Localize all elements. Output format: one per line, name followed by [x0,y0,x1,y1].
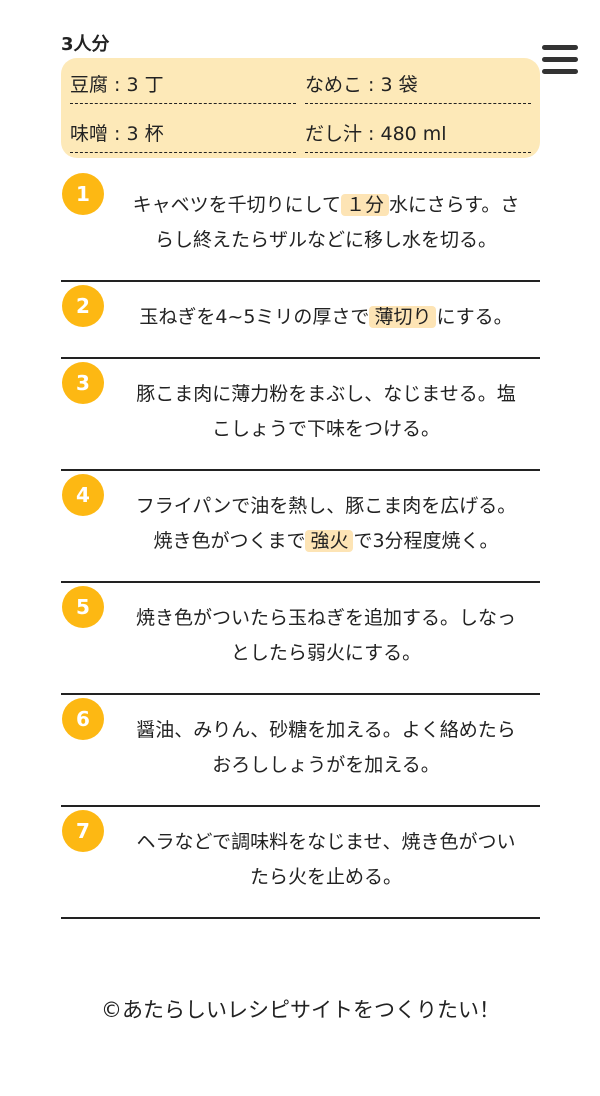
step-item: 3 豚こま肉に薄力粉をまぶし、なじませる。塩こしょうで下味をつける。 [61,359,540,471]
step-number-badge: 1 [62,173,104,215]
step-item: 5 焼き色がついたら玉ねぎを追加する。しなっとしたら弱火にする。 [61,583,540,695]
menu-bar-icon [542,57,578,62]
step-text-segment: フライパンで油を熱し、豚こま肉を広げる。焼き色がつくまで [135,495,517,552]
step-number-badge: 6 [62,698,104,740]
step-number-badge: 3 [62,362,104,404]
step-text: 玉ねぎを4~5ミリの厚さで薄切りにする。 [131,300,521,335]
step-item: 4 フライパンで油を熱し、豚こま肉を広げる。焼き色がつくまで強火で3分程度焼く。 [61,471,540,583]
step-item: 7 ヘラなどで調味料をなじませ、焼き色がついたら火を止める。 [61,807,540,919]
highlighted-text: 強火 [305,530,354,552]
step-text-segment: 豚こま肉に薄力粉をまぶし、なじませる。塩こしょうで下味をつける。 [136,383,516,440]
step-text-segment: 玉ねぎを4~5ミリの厚さで [139,306,370,328]
footer-copyright: ©あたらしいレシピサイトをつくりたい！ [101,998,500,1022]
step-text-segment: 醤油、みりん、砂糖を加える。よく絡めたらおろししょうがを加える。 [136,719,516,776]
ingredient-item: だし汁 : 480 ml [305,116,531,153]
step-number-badge: 7 [62,810,104,852]
step-text-segment: キャベツを千切りにして [132,194,342,216]
step-text-segment: で3分程度焼く。 [353,530,499,552]
ingredient-item: 味噌 : 3 杯 [70,116,296,153]
step-text: 豚こま肉に薄力粉をまぶし、なじませる。塩こしょうで下味をつける。 [131,377,521,447]
hamburger-menu-button[interactable] [542,45,578,75]
step-item: 2 玉ねぎを4~5ミリの厚さで薄切りにする。 [61,282,540,359]
serving-count: 3人分 [61,34,110,55]
highlighted-text: １分 [341,194,390,216]
step-text: ヘラなどで調味料をなじませ、焼き色がついたら火を止める。 [131,825,521,895]
step-number-badge: 2 [62,285,104,327]
step-text-segment: ヘラなどで調味料をなじませ、焼き色がついたら火を止める。 [136,831,516,888]
step-text: 焼き色がついたら玉ねぎを追加する。しなっとしたら弱火にする。 [131,601,521,671]
step-number-badge: 4 [62,474,104,516]
menu-bar-icon [542,45,578,50]
highlighted-text: 薄切り [369,306,437,328]
step-text-segment: 水にさらす。さらし終えたらザルなどに移し水を切る。 [154,194,520,251]
step-text: 醤油、みりん、砂糖を加える。よく絡めたらおろししょうがを加える。 [131,713,521,783]
ingredient-item: 豆腐 : 3 丁 [70,67,296,104]
step-text-segment: にする。 [436,306,513,328]
step-text-segment: 焼き色がついたら玉ねぎを追加する。しなっとしたら弱火にする。 [135,607,516,664]
step-number-badge: 5 [62,586,104,628]
step-item: 6 醤油、みりん、砂糖を加える。よく絡めたらおろししょうがを加える。 [61,695,540,807]
menu-bar-icon [542,69,578,74]
ingredient-item: なめこ : 3 袋 [305,67,531,104]
step-text: フライパンで油を熱し、豚こま肉を広げる。焼き色がつくまで強火で3分程度焼く。 [131,489,521,559]
ingredients-box: 豆腐 : 3 丁 なめこ : 3 袋 味噌 : 3 杯 だし汁 : 480 ml [61,58,540,158]
